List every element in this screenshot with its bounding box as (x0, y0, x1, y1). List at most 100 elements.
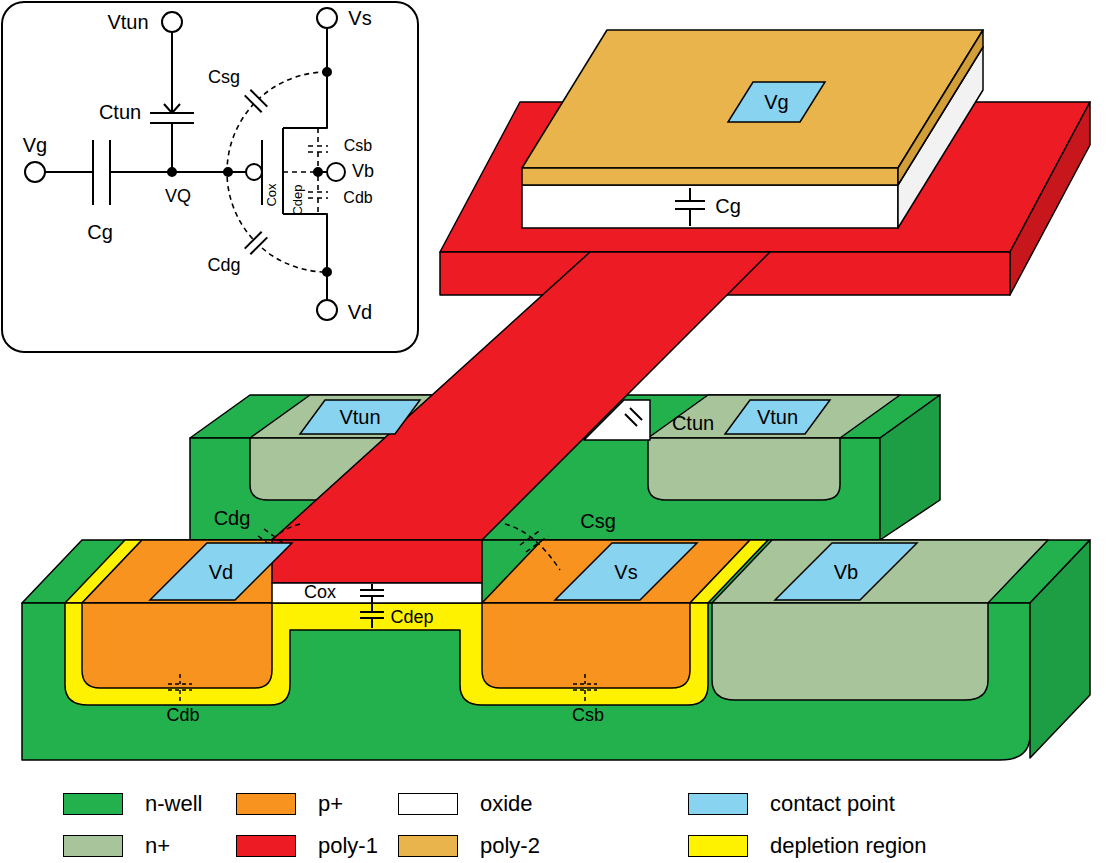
legend-swatch (398, 835, 458, 857)
parasitic-capacitors (317, 152, 319, 168)
parasitic-capacitors (227, 72, 328, 272)
legend-text: contact point (770, 792, 895, 816)
control-gate (898, 30, 983, 185)
capacitor-symbol (245, 90, 268, 113)
junction-capacitor (584, 674, 586, 684)
voltage-label: Vg (23, 134, 47, 156)
circuit-schematic (171, 32, 173, 113)
transistor-well (22, 540, 1090, 760)
capacitance-label: Cdb (343, 189, 372, 207)
terminal-name: Vg (764, 91, 788, 113)
control-gate (689, 188, 691, 201)
gate-capacitor (371, 618, 373, 628)
contact-shape (555, 543, 697, 600)
parasitic-capacitors (283, 171, 314, 173)
transistor-well (712, 603, 988, 700)
capacitor-symbol (245, 232, 268, 255)
legend-text: n+ (145, 834, 170, 858)
circuit-schematic (314, 168, 322, 176)
capacitance-label: Cox (265, 183, 279, 206)
capacitor-symbol (250, 90, 267, 107)
legend-swatch (688, 835, 748, 857)
contact-point: Vtun (300, 400, 420, 434)
floating-gate (272, 252, 770, 540)
capacitor-symbol (250, 237, 267, 254)
capacitance-label: Csb (344, 137, 372, 155)
circuit-schematic (164, 104, 180, 113)
legend-text: poly-1 (318, 834, 378, 858)
parasitic-capacitors (308, 191, 328, 193)
transistor-well (482, 603, 690, 688)
capacitance-label: Cg (87, 221, 113, 243)
circuit-schematic (224, 168, 232, 176)
capacitance-label: Ctun (672, 412, 714, 434)
transistor-well (82, 603, 272, 688)
circuit-schematic (327, 163, 345, 181)
terminal-name: Vb (834, 561, 858, 583)
circuit-schematic (261, 140, 263, 205)
parasitic-capacitors (317, 198, 319, 214)
circuit-schematic (92, 140, 94, 205)
junction-capacitor (168, 674, 597, 701)
capacitance-label: Cox (304, 583, 336, 603)
capacitance-label: Csb (572, 706, 604, 726)
capacitance-label: Csg (580, 510, 616, 532)
contact-point: Vs (555, 543, 697, 600)
transistor-well (712, 540, 1048, 603)
circuit-schematic (45, 171, 93, 173)
transistor-well (1030, 540, 1090, 758)
tunnel-oxide (630, 408, 642, 420)
parasitic-capacitors (317, 128, 319, 146)
legend-swatch (236, 793, 296, 815)
transistor-well (22, 603, 1030, 760)
overlap-capacitor (520, 529, 542, 545)
parasitic-capacitors (317, 176, 319, 192)
circuit-schematic (283, 214, 327, 300)
contact-shape (775, 543, 917, 600)
tunnel-oxide (625, 414, 637, 426)
inset-frame (2, 2, 418, 352)
terminal-name: Vd (209, 561, 233, 583)
voltage-label: Vb (352, 162, 374, 182)
capacitance-label: Ctun (99, 101, 141, 123)
inset-frame (2, 2, 418, 352)
floating-gate (272, 583, 482, 603)
control-gate (689, 209, 691, 226)
parasitic-capacitors (308, 145, 328, 147)
voltage-label: Vs (348, 7, 371, 29)
transistor-well (22, 540, 1090, 603)
capacitance-label: Csg (208, 68, 240, 88)
circuit-schematic (171, 123, 173, 172)
overlap-capacitor (505, 524, 560, 570)
voltage-label: Vtun (107, 11, 148, 33)
capacitance-label: Cdep (291, 184, 305, 215)
gate-capacitor (360, 611, 384, 613)
voltage-label: VQ (165, 187, 191, 207)
gate-capacitor (371, 596, 373, 603)
control-gate (675, 200, 705, 202)
legend-swatch (236, 835, 296, 857)
legend-text: poly-2 (480, 834, 540, 858)
terminal-name: Vtun (339, 406, 380, 428)
floating-gate (272, 540, 482, 583)
legend-swatch (63, 835, 123, 857)
circuit-schematic (246, 164, 262, 180)
tunnel-well (880, 395, 940, 540)
contact-shape (300, 400, 420, 434)
transistor-well (65, 603, 708, 705)
contact-point: Vd (150, 543, 292, 600)
terminal-name: Vtun (757, 406, 798, 428)
legend-text: oxide (480, 792, 533, 816)
gate-capacitor (360, 584, 384, 628)
floating-gate (272, 102, 1090, 603)
capacitance-label: Cdg (214, 507, 251, 529)
circuit-schematic (25, 162, 45, 182)
terminal-name: Vs (614, 561, 637, 583)
tunnel-well (648, 438, 840, 500)
parasitic-capacitors (227, 72, 327, 272)
junction-capacitor (179, 690, 181, 701)
capacitance-label: Cdb (166, 706, 199, 726)
capacitance-label: Cg (715, 195, 741, 217)
